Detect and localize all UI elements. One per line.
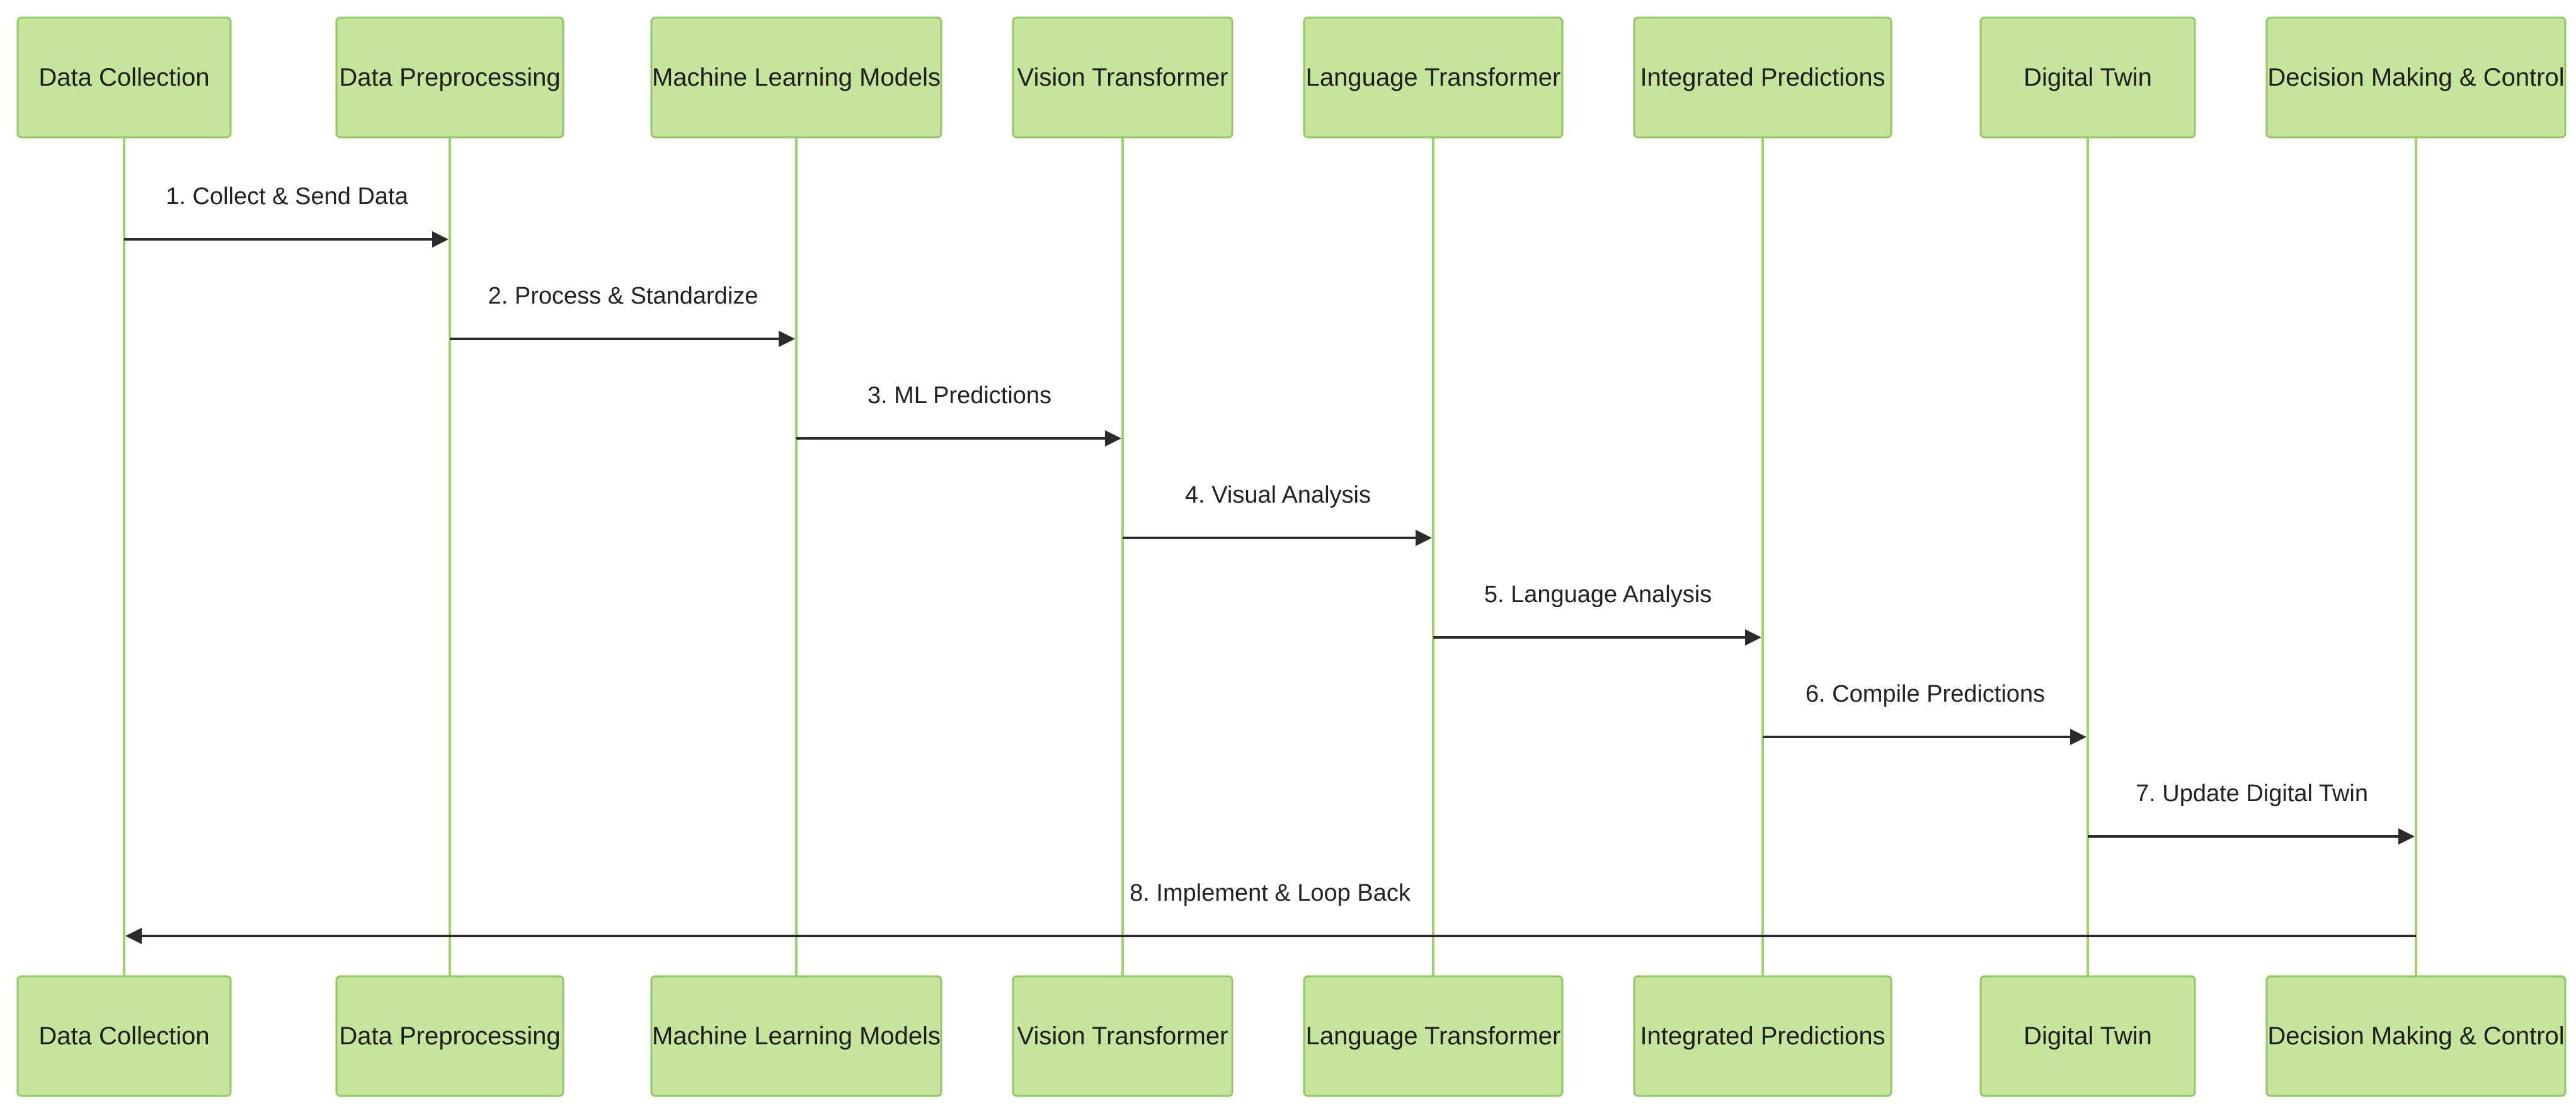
actor-box — [2265, 975, 2567, 1097]
message-label: 3. ML Predictions — [867, 382, 1051, 409]
actor-bottom-data-preprocessing: Data Preprocessing — [335, 975, 564, 1097]
actor-label: Machine Learning Models — [652, 1022, 941, 1050]
arrow-head-icon — [1105, 430, 1121, 447]
actor-box — [335, 975, 564, 1097]
message-6: 6. Compile Predictions — [1763, 681, 2087, 745]
actor-bottom-digital-twin: Digital Twin — [1979, 975, 2196, 1097]
actor-label: Integrated Predictions — [1640, 1022, 1885, 1050]
actor-box — [650, 16, 942, 139]
actor-box — [1012, 975, 1234, 1097]
message-label: 8. Implement & Loop Back — [1130, 880, 1411, 906]
arrow-head-icon — [1416, 530, 1432, 546]
actor-label: Data Collection — [38, 64, 209, 91]
actor-box — [335, 16, 564, 139]
arrow-head-icon — [2070, 729, 2087, 745]
actor-box — [2265, 16, 2567, 139]
actors-bottom: Data Collection Data Preprocessing Machine… — [16, 975, 2567, 1097]
actor-label: Data Collection — [38, 1022, 209, 1050]
actor-bottom-integrated-predictions: Integrated Predictions — [1633, 975, 1892, 1097]
actor-bottom-decision-making-control: Decision Making & Control — [2265, 975, 2567, 1097]
actor-label: Data Preprocessing — [339, 1022, 560, 1050]
message-7: 7. Update Digital Twin — [2088, 780, 2415, 845]
message-label: 4. Visual Analysis — [1185, 482, 1371, 508]
actor-bottom-data-collection: Data Collection — [16, 975, 232, 1097]
messages: 1. Collect & Send Data 2. Process & Stand… — [124, 183, 2416, 944]
arrow-head-icon — [125, 928, 142, 944]
actor-top-integrated-predictions: Integrated Predictions — [1633, 16, 1892, 139]
message-5: 5. Language Analysis — [1433, 581, 1761, 646]
actor-box — [1303, 16, 1564, 139]
lifelines — [123, 137, 2417, 976]
actor-bottom-language-transformer: Language Transformer — [1303, 975, 1564, 1097]
actor-top-decision-making-control: Decision Making & Control — [2265, 16, 2567, 139]
actor-box — [650, 975, 942, 1097]
arrow-head-icon — [1745, 629, 1761, 646]
message-label: 1. Collect & Send Data — [166, 183, 408, 210]
message-label: 7. Update Digital Twin — [2136, 780, 2368, 807]
actor-box — [1012, 16, 1234, 139]
actor-label: Machine Learning Models — [652, 64, 941, 91]
actor-bottom-vision-transformer: Vision Transformer — [1012, 975, 1234, 1097]
message-4: 4. Visual Analysis — [1123, 482, 1432, 546]
arrow-head-icon — [2398, 828, 2415, 845]
arrow-head-icon — [432, 231, 449, 248]
actor-label: Decision Making & Control — [2267, 1022, 2564, 1050]
actors-top: Data Collection Data Preprocessing Machine… — [16, 16, 2567, 139]
actor-label: Vision Transformer — [1017, 64, 1228, 91]
actor-box — [1633, 16, 1892, 139]
actor-label: Language Transformer — [1306, 64, 1561, 91]
actor-label: Digital Twin — [2024, 64, 2152, 91]
message-label: 5. Language Analysis — [1484, 581, 1712, 608]
actor-top-machine-learning-models: Machine Learning Models — [650, 16, 942, 139]
actor-label: Vision Transformer — [1017, 1022, 1228, 1050]
actor-label: Language Transformer — [1306, 1022, 1561, 1050]
actor-box — [1633, 975, 1892, 1097]
actor-top-digital-twin: Digital Twin — [1979, 16, 2196, 139]
actor-label: Digital Twin — [2024, 1022, 2152, 1050]
actor-top-language-transformer: Language Transformer — [1303, 16, 1564, 139]
message-8: 8. Implement & Loop Back — [125, 880, 2416, 944]
arrow-head-icon — [779, 331, 795, 347]
actor-top-data-preprocessing: Data Preprocessing — [335, 16, 564, 139]
message-2: 2. Process & Standardize — [450, 283, 795, 347]
actor-top-data-collection: Data Collection — [16, 16, 232, 139]
actor-box — [1979, 975, 2196, 1097]
actor-top-vision-transformer: Vision Transformer — [1012, 16, 1234, 139]
actor-box — [16, 975, 232, 1097]
message-label: 2. Process & Standardize — [488, 283, 758, 309]
actor-box — [1979, 16, 2196, 139]
actor-label: Data Preprocessing — [339, 64, 560, 91]
actor-box — [16, 16, 232, 139]
message-label: 6. Compile Predictions — [1806, 681, 2045, 707]
actor-box — [1303, 975, 1564, 1097]
actor-bottom-machine-learning-models: Machine Learning Models — [650, 975, 942, 1097]
message-1: 1. Collect & Send Data — [124, 183, 449, 248]
message-3: 3. ML Predictions — [796, 382, 1121, 447]
actor-label: Decision Making & Control — [2267, 64, 2564, 91]
actor-label: Integrated Predictions — [1640, 64, 1885, 91]
